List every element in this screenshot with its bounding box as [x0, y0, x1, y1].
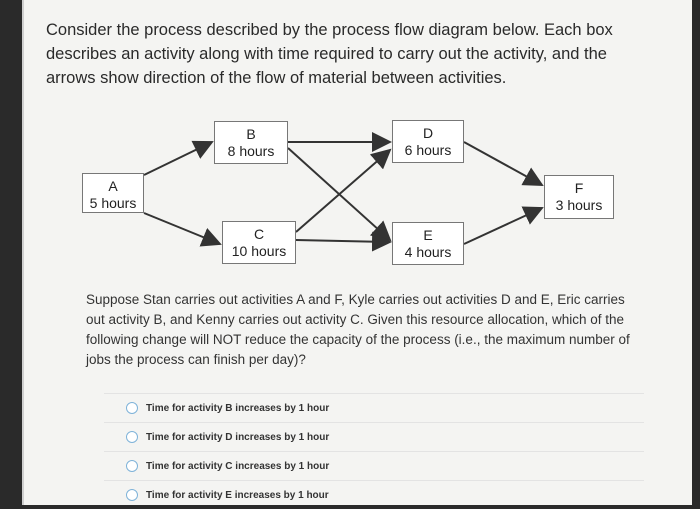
radio-button[interactable] [126, 402, 138, 414]
activity-box-f: F 3 hours [544, 175, 614, 219]
answer-option-label: Time for activity E increases by 1 hour [146, 489, 329, 501]
activity-c-letter: C [253, 226, 265, 242]
radio-button[interactable] [126, 489, 138, 501]
activity-d-letter: D [422, 125, 434, 141]
arrow-a-to-b [143, 140, 214, 176]
intro-text: Consider the process described by the pr… [46, 21, 613, 87]
arrow-c-to-d [295, 148, 392, 233]
arrow-c-to-e [295, 231, 392, 252]
activity-f-time: 3 hours [555, 197, 603, 213]
activity-a-time: 5 hours [89, 195, 137, 211]
radio-button[interactable] [126, 460, 138, 472]
activity-box-d: D 6 hours [392, 120, 464, 163]
arrow-d-to-f [463, 141, 544, 186]
activity-f-letter: F [574, 180, 584, 196]
activity-b-letter: B [246, 126, 256, 142]
answer-option-d[interactable]: Time for activity D increases by 1 hour [104, 422, 644, 451]
answer-option-b[interactable]: Time for activity B increases by 1 hour [104, 393, 644, 422]
answer-option-c[interactable]: Time for activity C increases by 1 hour [104, 451, 644, 480]
answer-option-label: Time for activity C increases by 1 hour [146, 460, 330, 472]
activity-e-letter: E [423, 227, 433, 243]
answer-option-label: Time for activity D increases by 1 hour [146, 431, 330, 443]
activity-d-time: 6 hours [404, 142, 452, 158]
arrow-a-to-c [143, 212, 222, 247]
answer-option-label: Time for activity B increases by 1 hour [146, 402, 330, 414]
activity-box-e: E 4 hours [392, 222, 464, 265]
activity-e-time: 4 hours [404, 244, 452, 260]
activity-b-time: 8 hours [227, 143, 275, 159]
answer-options: Time for activity B increases by 1 hour … [104, 393, 644, 509]
process-flow-diagram [143, 132, 544, 252]
question-text: Suppose Stan carries out activities A an… [86, 292, 630, 367]
activity-a-letter: A [108, 178, 118, 194]
activity-box-a: A 5 hours [82, 173, 144, 213]
arrow-e-to-f [463, 206, 544, 245]
activity-c-time: 10 hours [231, 243, 287, 259]
activity-box-b: B 8 hours [214, 121, 288, 164]
radio-button[interactable] [126, 431, 138, 443]
question-panel: Consider the process described by the pr… [22, 0, 692, 505]
activity-box-c: C 10 hours [222, 221, 296, 264]
answer-option-e[interactable]: Time for activity E increases by 1 hour [104, 480, 644, 509]
